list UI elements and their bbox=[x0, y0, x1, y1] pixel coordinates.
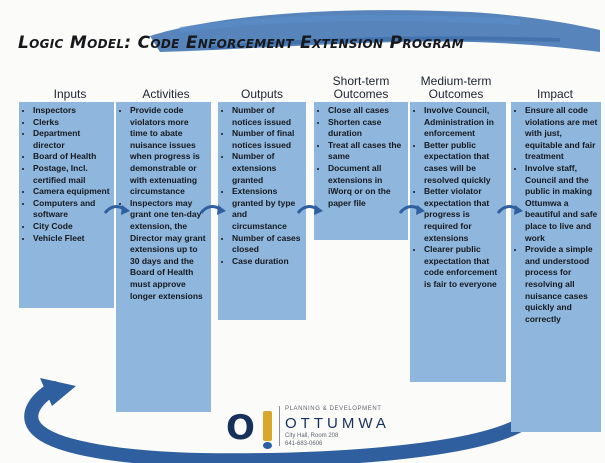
logo-mark: O bbox=[226, 408, 255, 448]
list-item: Provide code violators more time to abat… bbox=[130, 105, 208, 198]
list-item: Involve Council, Administration in enfor… bbox=[424, 105, 503, 140]
medium-term-heading: Medium-term Outcomes bbox=[408, 75, 504, 101]
short-term-heading: Short-term Outcomes bbox=[314, 75, 408, 101]
list-item: Number of notices issued bbox=[232, 105, 303, 128]
list-item: Clearer public expectation that code enf… bbox=[424, 244, 503, 290]
list-item: Shorten case duration bbox=[328, 117, 405, 140]
short-term-box: Close all cases Shorten case duration Tr… bbox=[314, 102, 408, 240]
list-item: Involve staff, Council and the public in… bbox=[525, 163, 598, 244]
list-item: Number of final notices issued bbox=[232, 128, 303, 151]
list-item: Computers and software bbox=[33, 198, 111, 221]
outputs-box: Number of notices issued Number of final… bbox=[218, 102, 306, 320]
ottumwa-logo: O PLANNING & DEVELOPMENT OTTUMWA City Ha… bbox=[226, 404, 396, 454]
list-item: Document all extensions in iWorq or on t… bbox=[328, 163, 405, 209]
list-item: Board of Health bbox=[33, 151, 111, 163]
list-item: Case duration bbox=[232, 256, 303, 268]
list-item: Camera equipment bbox=[33, 186, 111, 198]
impact-box: Ensure all code violations are met with … bbox=[511, 102, 601, 432]
logo-tagline: PLANNING & DEVELOPMENT bbox=[285, 406, 382, 412]
logo-exclamation-icon bbox=[263, 411, 272, 441]
list-item: Better public expectation that cases wil… bbox=[424, 140, 503, 186]
impact-heading: Impact bbox=[536, 87, 573, 101]
list-item: Inspectors bbox=[33, 105, 111, 117]
brush-stroke-decoration bbox=[150, 10, 600, 53]
activities-box: Provide code violators more time to abat… bbox=[116, 102, 211, 412]
list-item: Clerks bbox=[33, 117, 111, 129]
short-term-heading-line2: Outcomes bbox=[333, 87, 389, 101]
page-title: Logic Model: Code Enforcement Extension … bbox=[18, 33, 464, 53]
arrow-right-icon bbox=[496, 205, 523, 215]
inputs-heading: Inputs bbox=[53, 87, 87, 101]
logo-name: OTTUMWA bbox=[285, 415, 390, 432]
medium-term-heading-line1: Medium-term bbox=[420, 74, 492, 88]
list-item: Vehicle Fleet bbox=[33, 233, 111, 245]
medium-term-box: Involve Council, Administration in enfor… bbox=[410, 102, 506, 382]
medium-term-heading-line2: Outcomes bbox=[428, 87, 484, 101]
logo-address: City Hall, Room 208 bbox=[285, 433, 339, 439]
outputs-heading: Outputs bbox=[240, 87, 284, 101]
arrow-right-icon bbox=[103, 205, 130, 215]
list-item: Postage, Incl. certified mail bbox=[33, 163, 111, 186]
list-item: City Code bbox=[33, 221, 111, 233]
arrow-right-icon bbox=[199, 205, 226, 215]
list-item: Provide a simple and understood process … bbox=[525, 244, 598, 325]
list-item: Extensions granted by type and circumsta… bbox=[232, 186, 303, 232]
list-item: Treat all cases the same bbox=[328, 140, 405, 163]
inputs-box: Inspectors Clerks Department director Bo… bbox=[19, 102, 114, 308]
arrow-right-icon bbox=[296, 205, 323, 215]
list-item: Better violator expectation that progres… bbox=[424, 186, 503, 244]
list-item: Close all cases bbox=[328, 105, 405, 117]
list-item: Ensure all code violations are met with … bbox=[525, 105, 598, 163]
logo-phone: 641-683-0606 bbox=[285, 441, 323, 447]
list-item: Number of extensions granted bbox=[232, 151, 303, 186]
short-term-heading-line1: Short-term bbox=[332, 74, 390, 88]
list-item: Number of cases closed bbox=[232, 233, 303, 256]
activities-heading: Activities bbox=[142, 87, 190, 101]
list-item: Department director bbox=[33, 128, 111, 151]
arrow-right-icon bbox=[398, 205, 425, 215]
logo-divider bbox=[279, 406, 280, 446]
list-item: Inspectors may grant one ten-day extensi… bbox=[130, 198, 208, 302]
logo-dot-icon bbox=[263, 442, 272, 449]
